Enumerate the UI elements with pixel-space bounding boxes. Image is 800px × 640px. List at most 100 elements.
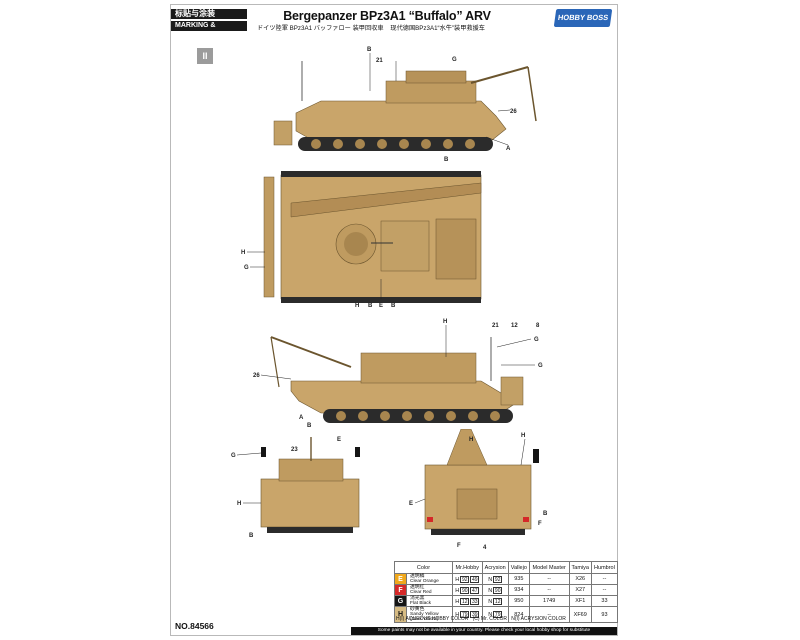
side-view-right: H 21 12 8 G G 26 A B (253, 319, 543, 429)
tamiya-code: XF69 (568, 606, 592, 623)
table-header: Vallejo (507, 561, 530, 574)
tamiya-code: XF1 (568, 595, 592, 607)
instruction-sheet: 标贴与涂装 MARKING & PAINTING Bergepanzer BPz… (170, 4, 619, 636)
humbrol-code: -- (590, 584, 619, 596)
callout-label: B (368, 303, 373, 309)
vallejo-code: 935 (507, 573, 530, 585)
table-header: Humbrol (590, 561, 619, 574)
callout-label: A (299, 415, 304, 421)
callouts-side-right: H 21 12 8 G G 26 A B (253, 319, 543, 429)
callout-label: A (506, 146, 511, 152)
callout-label: 26 (510, 109, 517, 115)
callout-label: 4 (483, 545, 487, 551)
color-swatch: E (394, 573, 407, 585)
rear-view: F H E H F 4 B (409, 429, 548, 551)
callout-label: H (237, 501, 241, 507)
callouts-side-left: B 21 G A 26 B (367, 47, 517, 161)
callout-label: G (452, 57, 457, 63)
color-table: Color Mr.Hobby Acrysion Vallejo Model Ma… (394, 561, 619, 623)
tamiya-code: X26 (568, 573, 592, 585)
vehicle-body-right (270, 336, 524, 423)
callouts-front: G 23 E H B (231, 437, 341, 539)
callout-label: E (409, 501, 413, 507)
table-header: Acrysion (481, 561, 509, 574)
callout-label: B (391, 303, 396, 309)
step-number: II (197, 48, 213, 64)
kit-number: NO.84566 (175, 621, 214, 631)
vehicle-front (260, 437, 360, 533)
callout-label: 21 (492, 323, 499, 329)
callout-label: G (538, 363, 543, 369)
callout-label: G (244, 265, 249, 271)
vallejo-code: 824 (507, 606, 530, 623)
callout-label: F (457, 543, 461, 549)
callout-label: G (231, 453, 236, 459)
callout-label: G (534, 337, 539, 343)
callout-label: 26 (253, 373, 260, 379)
callout-label: 21 (376, 58, 383, 64)
hobbyboss-logo: HOBBY BOSS (553, 9, 613, 27)
color-swatch: G (394, 595, 407, 607)
callout-label: E (379, 303, 383, 309)
callout-label: 8 (536, 323, 540, 329)
callouts-rear: F H E H F 4 B (409, 433, 548, 551)
paint-legend: H(I) AQUEOUS HOBBY COLOR (C) Mr. COLOR N… (396, 616, 566, 622)
vehicle-body (273, 61, 537, 151)
front-view: G 23 E H B (231, 437, 360, 539)
subtitle-jp: ドイツ陸軍 BPz3A1 バッファロー 装甲回収車 (257, 25, 384, 32)
table-header: Tamiya (568, 561, 592, 574)
callout-label: E (337, 437, 341, 443)
callout-label: B (367, 47, 372, 53)
subtitle-cn: 现代德国BPz3A1“水牛”装甲救援车 (390, 25, 485, 32)
marking-label-en: MARKING & PAINTING (171, 21, 247, 39)
page-subtitle: ドイツ陸軍 BPz3A1 バッファロー 装甲回収車 现代德国BPz3A1“水牛”… (257, 23, 557, 32)
callout-label: 23 (291, 447, 298, 453)
callout-label: B (249, 533, 254, 539)
vallejo-code: 950 (507, 595, 530, 607)
callout-label: F (538, 521, 542, 527)
humbrol-code: 33 (590, 595, 619, 607)
callouts-top: H G B E H B (241, 250, 396, 309)
callout-label: H (521, 433, 525, 439)
color-swatch: H (394, 606, 407, 623)
humbrol-code: -- (590, 573, 619, 585)
callout-label: H (355, 303, 359, 309)
humbrol-code: 93 (590, 606, 619, 623)
model-master-code: 1749 (528, 595, 570, 607)
callout-label: B (444, 157, 449, 161)
marking-label-cn: 标贴与涂装 (171, 9, 247, 19)
callout-label: 12 (511, 323, 518, 329)
vehicle-plan (263, 171, 482, 303)
callout-label: B (307, 423, 312, 429)
callout-label: H (443, 319, 447, 325)
color-swatch: F (394, 584, 407, 596)
model-master-code: -- (528, 584, 570, 596)
vallejo-code: 934 (507, 584, 530, 596)
top-view: H G B E H B (241, 171, 482, 309)
vehicle-rear (424, 429, 539, 535)
callout-label: H (241, 250, 245, 256)
paint-availability-note: Some paints may not be available in your… (351, 627, 617, 635)
page-title: Bergepanzer BPz3A1 “Buffalo” ARV (283, 9, 491, 23)
table-header: Color (394, 561, 453, 574)
callout-label: H (469, 437, 473, 443)
tamiya-code: X27 (568, 584, 592, 596)
table-header: Mr.Hobby (452, 561, 483, 574)
table-header: Model Master (528, 561, 570, 574)
side-view-left: B 21 G A 26 B (273, 47, 537, 161)
callout-label: B (543, 511, 548, 517)
